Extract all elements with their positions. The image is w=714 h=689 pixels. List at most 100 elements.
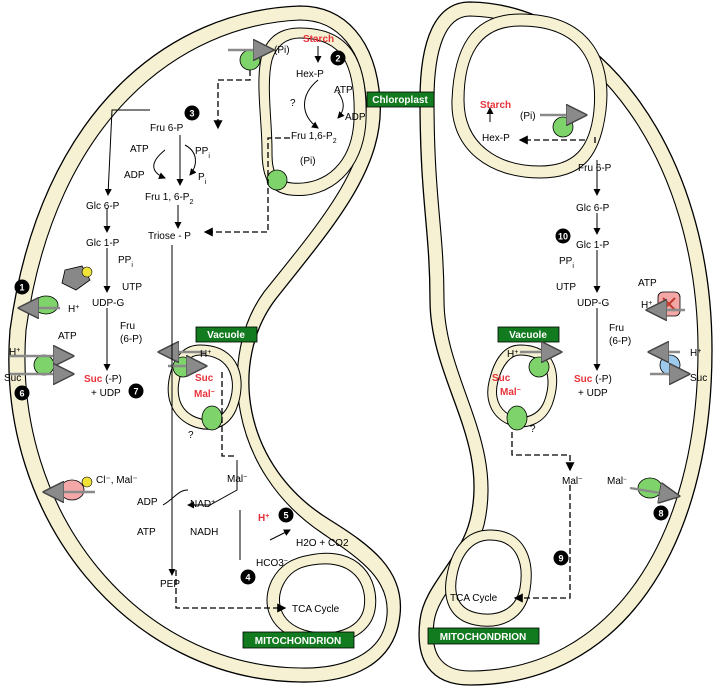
ppi-pi-arrow bbox=[184, 144, 197, 176]
fru16p2-plastid-sub: 2 bbox=[333, 138, 337, 145]
ppi-right: PPi bbox=[559, 256, 574, 270]
h-vac-right-text: H bbox=[507, 349, 514, 360]
suc-p-left: Suc (-P) bbox=[84, 374, 122, 385]
vac-mal-path-right bbox=[511, 432, 575, 472]
h-red-left-text: H bbox=[258, 513, 265, 524]
nadh-left: NADH bbox=[190, 527, 218, 538]
step-9-circle bbox=[553, 550, 569, 566]
hco3-left-text: HCO3 bbox=[256, 558, 284, 569]
glc1p-right: Glc 1-P bbox=[576, 240, 610, 251]
mal-cyt-left-text: Mal bbox=[227, 474, 243, 485]
dashed-paths bbox=[175, 70, 596, 613]
step-3: 3 bbox=[189, 109, 194, 119]
h-plus-membrane-left-text: H bbox=[68, 304, 75, 315]
step-1: 1 bbox=[19, 283, 24, 293]
triose-to-fru6p-path bbox=[213, 70, 251, 130]
nad-left-text: NAD bbox=[190, 499, 211, 510]
fru-6p-right: (6-P) bbox=[609, 336, 631, 347]
vacuole-left-label: Vacuole bbox=[207, 330, 245, 341]
mal-to-nad-arrow bbox=[187, 460, 238, 509]
fru16p2-left-text: Fru 1, 6-P bbox=[145, 192, 190, 203]
h-red-left-sup: + bbox=[265, 513, 269, 520]
vacuole-right-label-box bbox=[497, 326, 560, 343]
pi-transporter-right bbox=[552, 116, 574, 138]
fru6p-to-glc6p-arrow bbox=[104, 109, 150, 196]
ppi3-left-text: PP bbox=[118, 255, 132, 266]
left-mito-inner bbox=[279, 563, 366, 634]
suc-vac-right: Suc bbox=[492, 373, 511, 384]
step-10: 10 bbox=[558, 232, 568, 242]
mal-vac-left-sup: − bbox=[211, 389, 215, 396]
suc-right: Suc bbox=[690, 373, 707, 384]
h2o-co2-left: H2O + CO2 bbox=[296, 538, 349, 549]
mal-channel-left bbox=[201, 405, 223, 431]
plus-udp-right: + UDP bbox=[578, 388, 608, 399]
starch-left: Starch bbox=[303, 34, 334, 45]
mal-cyt-left-sup: − bbox=[243, 474, 247, 481]
step-4: 4 bbox=[245, 573, 250, 583]
right-cell-plasma-membrane bbox=[432, 15, 699, 672]
step-5: 5 bbox=[283, 511, 288, 521]
pi2-left-text: P bbox=[198, 172, 205, 183]
h-membrane-right-sup: + bbox=[648, 300, 652, 307]
fru6p-right: Fru 6-P bbox=[578, 163, 612, 174]
h-atpase-left bbox=[33, 295, 59, 315]
suc-p-right: Suc (-P) bbox=[574, 374, 612, 385]
step-2-circle bbox=[330, 50, 346, 66]
step-5-circle bbox=[278, 507, 294, 523]
hexp-left: Hex-P bbox=[296, 69, 324, 80]
step-9: 9 bbox=[558, 554, 563, 564]
phosphate-icon bbox=[81, 266, 93, 278]
right-chloroplast bbox=[451, 13, 608, 179]
step-6: 6 bbox=[19, 389, 24, 399]
suc-h-symporter-right bbox=[659, 354, 681, 376]
udpg-right: UDP-G bbox=[577, 298, 609, 309]
pi-transporter-left-mid bbox=[266, 169, 288, 191]
mal-to-tca-path bbox=[513, 485, 571, 603]
question-vac-right: ? bbox=[530, 424, 536, 435]
pi-right: (Pi) bbox=[520, 111, 536, 122]
atp-plastid: ATP bbox=[334, 85, 353, 96]
mal-cyt-left: Mal− bbox=[227, 474, 247, 486]
step-1-circle bbox=[14, 279, 30, 295]
fru16p2-plastid: Fru 1,6-P2 bbox=[291, 131, 337, 145]
h-vac-left-text: H bbox=[200, 349, 207, 360]
mal-efflux-arrow-right bbox=[629, 488, 678, 496]
mal-channel-right bbox=[506, 405, 528, 431]
adp3-left: ADP bbox=[137, 497, 158, 508]
question-vac-left: ? bbox=[188, 430, 194, 441]
ppi-right-sub: i bbox=[572, 263, 574, 270]
transport-arrows bbox=[10, 50, 688, 496]
left-mitochondrion bbox=[266, 552, 377, 645]
mito-left-label: MITOCHONDRION bbox=[255, 636, 341, 647]
hexp-right: Hex-P bbox=[482, 133, 510, 144]
atp-adp-arrow bbox=[337, 91, 345, 119]
mal-membrane-right: Mal− bbox=[607, 476, 627, 487]
fru16p2-left-sub: 2 bbox=[189, 199, 193, 206]
step-2: 2 bbox=[335, 54, 340, 64]
pi2-left-sub: i bbox=[205, 179, 207, 186]
triose-export-path bbox=[203, 137, 290, 237]
atp-adp-left-arrow bbox=[153, 149, 166, 180]
ppi-left: PPi bbox=[195, 146, 210, 160]
h-vac-left: H+ bbox=[200, 349, 211, 361]
adp-plastid: ADP bbox=[345, 112, 366, 123]
left-labels: Starch (Pi) Hex-P ATP ? ADP Fru 1,6-P2 (… bbox=[4, 34, 366, 615]
atp2-left: ATP bbox=[130, 144, 149, 155]
h-left: H+ bbox=[9, 347, 20, 359]
glc1p-left: Glc 1-P bbox=[86, 238, 120, 249]
mal-vac-left-text: Mal bbox=[194, 389, 211, 400]
h-plus-membrane-left: H+ bbox=[68, 304, 79, 316]
h-vac-left-sup: + bbox=[207, 349, 211, 356]
ppi3-left-sub: i bbox=[131, 262, 133, 269]
ppi3-left: PPi bbox=[118, 255, 133, 269]
pi-mid-left: (Pi) bbox=[300, 156, 316, 167]
utp-right: UTP bbox=[556, 282, 576, 293]
hco3-left-sup: − bbox=[284, 558, 288, 565]
h-plus-membrane-left-sup: + bbox=[75, 304, 79, 311]
h-left-sup: + bbox=[16, 347, 20, 354]
atp3-left: ATP bbox=[137, 527, 156, 538]
adp-nad-arrow bbox=[162, 489, 189, 506]
mal-cyt-right-sup: − bbox=[578, 476, 582, 483]
h-left-text: H bbox=[9, 347, 16, 358]
